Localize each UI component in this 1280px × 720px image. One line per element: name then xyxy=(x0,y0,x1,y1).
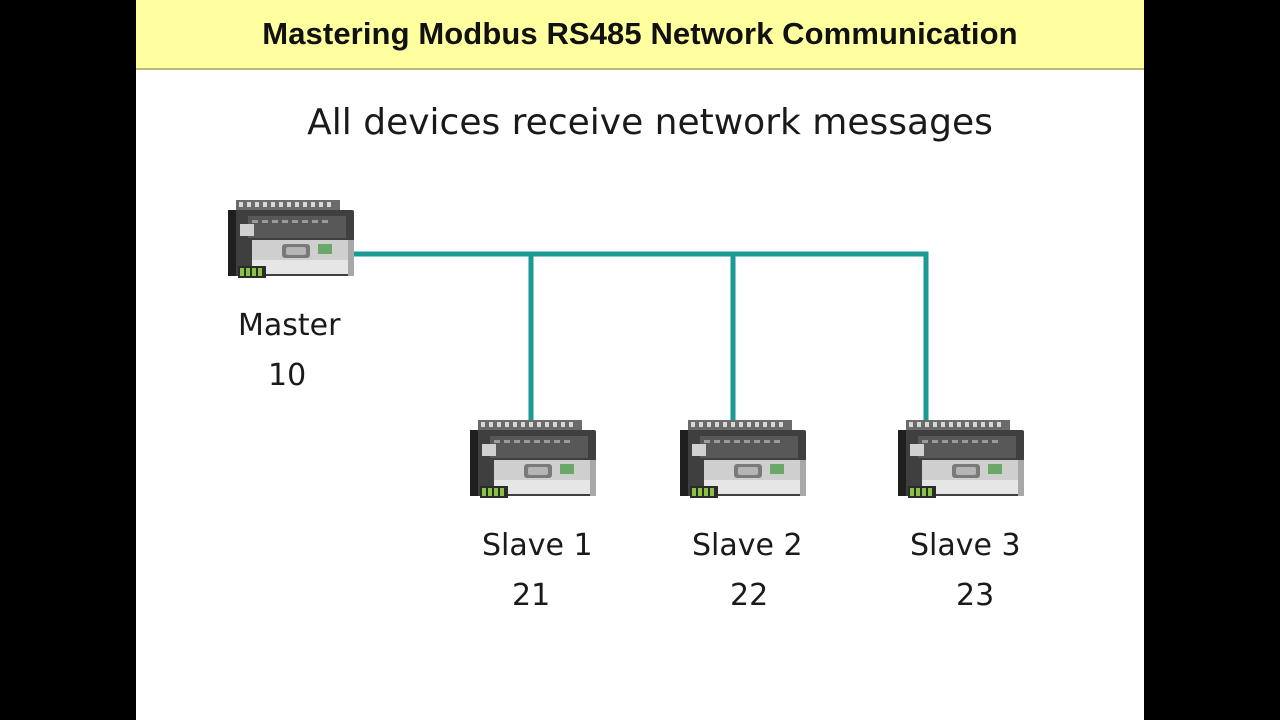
slave-3-plc-icon xyxy=(898,420,1024,498)
master-address: 10 xyxy=(268,358,307,393)
slave-2-label: Slave 2 xyxy=(692,528,803,563)
rs485-bus xyxy=(351,251,929,435)
slave-3-label: Slave 3 xyxy=(910,528,1021,563)
slave-1-label: Slave 1 xyxy=(482,528,593,563)
title-bar: Mastering Modbus RS485 Network Communica… xyxy=(136,0,1144,70)
slave-3-address: 23 xyxy=(956,578,995,613)
slide-subtitle: All devices receive network messages xyxy=(307,102,993,143)
slave-2-address: 22 xyxy=(730,578,769,613)
network-diagram xyxy=(228,200,1024,498)
master-plc-icon xyxy=(228,200,354,278)
slide-title: Mastering Modbus RS485 Network Communica… xyxy=(262,16,1018,51)
master-label: Master xyxy=(238,308,341,343)
slide: Mastering Modbus RS485 Network Communica… xyxy=(136,0,1144,720)
slave-1-plc-icon xyxy=(470,420,596,498)
slave-2-plc-icon xyxy=(680,420,806,498)
slave-1-address: 21 xyxy=(512,578,551,613)
